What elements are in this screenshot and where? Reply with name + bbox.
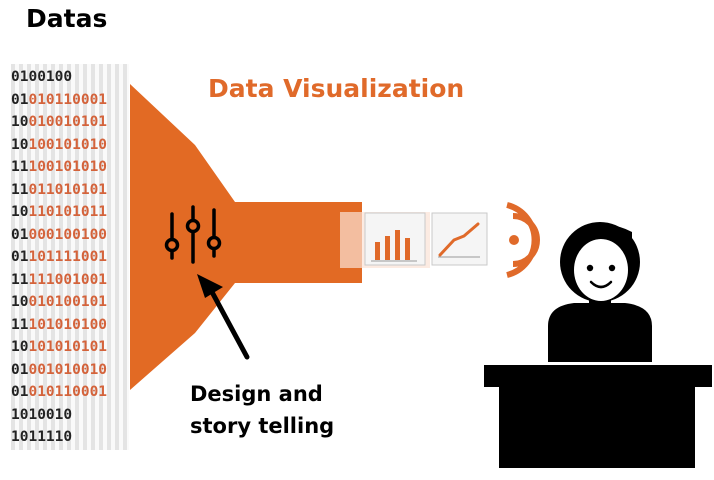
binary-digits-black: 01 [11,384,29,400]
binary-digits-black: 11 [11,181,29,198]
binary-row: 10110101011 [11,201,107,224]
binary-row: 01101111001 [11,246,107,269]
binary-digits-orange: 111001001 [28,271,108,288]
caption-design-story: Design and story telling [190,378,334,442]
binary-row: 0100100 [11,66,107,89]
title-data-visualization: Data Visualization [208,74,465,103]
binary-digits-black: 10 [11,294,29,310]
binary-row: 01000100100 [11,224,107,247]
binary-digits-black: 10 [11,136,29,153]
caption-line-2: story telling [190,414,335,438]
binary-row: 11100101010 [11,156,107,179]
binary-digits-orange: 011010101 [28,181,108,198]
binary-row: 01010110001 [11,381,107,404]
binary-row: 1010010 [11,404,107,427]
person-icon [548,222,652,362]
binary-row: 01001010010 [11,359,107,382]
binary-digits-black: 01 [11,249,29,265]
binary-column [11,64,129,450]
binary-digits-orange: 010010101 [28,114,108,130]
binary-row: 11111001001 [11,269,107,292]
arrow-icon [197,274,250,360]
binary-digits-black: 10 [11,114,29,130]
binary-digits-black: 0100100 [11,69,73,85]
binary-digits-black: 11 [11,271,29,288]
binary-row: 1011110 [11,426,107,449]
binary-row: 10100101010 [11,134,107,157]
binary-digits-black: 01 [11,91,29,108]
binary-digits-orange: 001010010 [28,361,108,378]
desk-icon [484,365,712,468]
binary-row: 11101010100 [11,314,107,337]
binary-digits-black: 01 [11,361,29,378]
binary-digits-orange: 101111001 [28,249,108,265]
binary-row: 11011010101 [11,179,107,202]
signal-rings-icon [506,202,540,278]
funnel-shape [130,84,362,390]
binary-digits-orange: 100101010 [28,159,108,175]
bar-chart-icon [364,212,426,266]
sliders-icon [164,205,222,264]
binary-row: 01010110001 [11,89,107,112]
binary-digits-orange: 010110001 [28,384,108,400]
binary-digits-orange: 000100100 [28,226,108,243]
binary-row: 10010100101 [11,291,107,314]
binary-digits-black: 1010010 [11,406,73,423]
binary-digits-orange: 100101010 [28,136,108,153]
caption-line-1: Design and [190,382,323,406]
binary-digits-black: 10 [11,204,29,220]
title-datas: Datas [26,4,108,33]
binary-digits-orange: 010100101 [28,294,108,310]
binary-digits-orange: 110101011 [28,204,108,220]
binary-digits-black: 11 [11,316,29,333]
binary-digits-orange: 101010101 [28,339,108,355]
binary-row: 10101010101 [11,336,107,359]
binary-digits-black: 11 [11,159,29,175]
binary-digits-black: 10 [11,339,29,355]
line-chart-icon [431,212,488,266]
binary-row: 10010010101 [11,111,107,134]
binary-digits-black: 1011110 [11,429,73,445]
binary-digits-orange: 010110001 [28,91,108,108]
binary-digits-black: 01 [11,226,29,243]
binary-digits-orange: 101010100 [28,316,108,333]
